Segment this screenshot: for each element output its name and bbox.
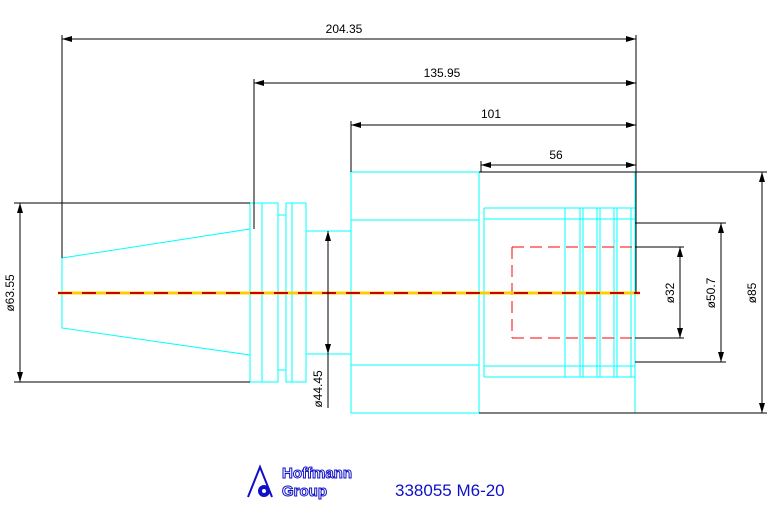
dim-taper-diameter: ø63.55 <box>3 274 17 312</box>
dim-total-length: 204.35 <box>326 22 363 36</box>
dim-thread-diameter: ø32 <box>663 282 677 303</box>
title-block: Hoffmann Group 338055 M6-20 <box>244 461 544 501</box>
company-line1: Hoffmann <box>282 465 352 482</box>
dim-groove-diameter: ø50.7 <box>704 277 718 308</box>
company-line2: Group <box>282 483 327 500</box>
horizontal-dimensions: 204.35 135.95 101 56 <box>61 22 637 293</box>
dim-body-diameter: ø85 <box>745 282 759 303</box>
dim-bore-depth: 56 <box>549 148 563 162</box>
dim-body-length: 101 <box>481 107 501 121</box>
dim-neck-diameter: ø44.45 <box>311 370 325 408</box>
part-number: 338055 M6-20 <box>395 481 505 500</box>
triangle-emblem-icon <box>247 464 273 498</box>
vertical-dimensions: ø63.55 ø44.45 ø32 ø50.7 ø85 <box>3 171 767 414</box>
hoffmann-group-logo: Hoffmann Group <box>247 464 353 501</box>
dim-taper-end-to-face: 135.95 <box>424 66 461 80</box>
